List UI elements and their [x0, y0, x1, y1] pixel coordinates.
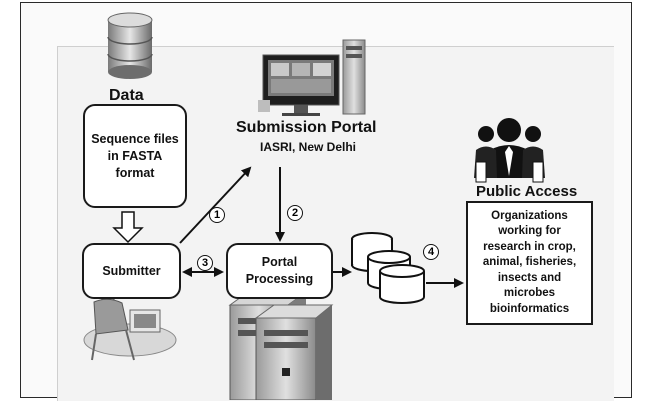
submitter-text: Submitter: [102, 264, 161, 278]
submission-portal-subtitle: IASRI, New Delhi: [260, 140, 357, 154]
database-stack-icon: [351, 232, 425, 304]
arrow-step-1: [179, 166, 252, 244]
sequence-files-text: Sequence files in FASTA format: [91, 131, 179, 180]
submitter-box: Submitter: [82, 243, 181, 299]
server-tower-icon: [228, 291, 334, 400]
data-label: Data: [109, 87, 144, 104]
database-icon: [107, 12, 153, 79]
step-number-4: 4: [423, 244, 439, 260]
public-people-icon: [474, 118, 545, 183]
portal-processing-text: Portal Processing: [245, 255, 314, 286]
public-access-title: Public Access: [476, 183, 578, 200]
public-access-box: Organizations working for research in cr…: [466, 201, 593, 325]
hollow-down-arrow: [112, 211, 144, 244]
step-number-1: 1: [209, 207, 225, 223]
public-access-text: Organizations working for research in cr…: [482, 209, 577, 315]
sequence-files-box: Sequence files in FASTA format: [83, 104, 187, 208]
computer-monitor-icon: [258, 39, 366, 116]
step-number-3: 3: [197, 255, 213, 271]
submission-portal-title: Submission Portal: [236, 119, 377, 136]
step-number-2: 2: [287, 205, 303, 221]
portal-processing-box: Portal Processing: [226, 243, 333, 299]
